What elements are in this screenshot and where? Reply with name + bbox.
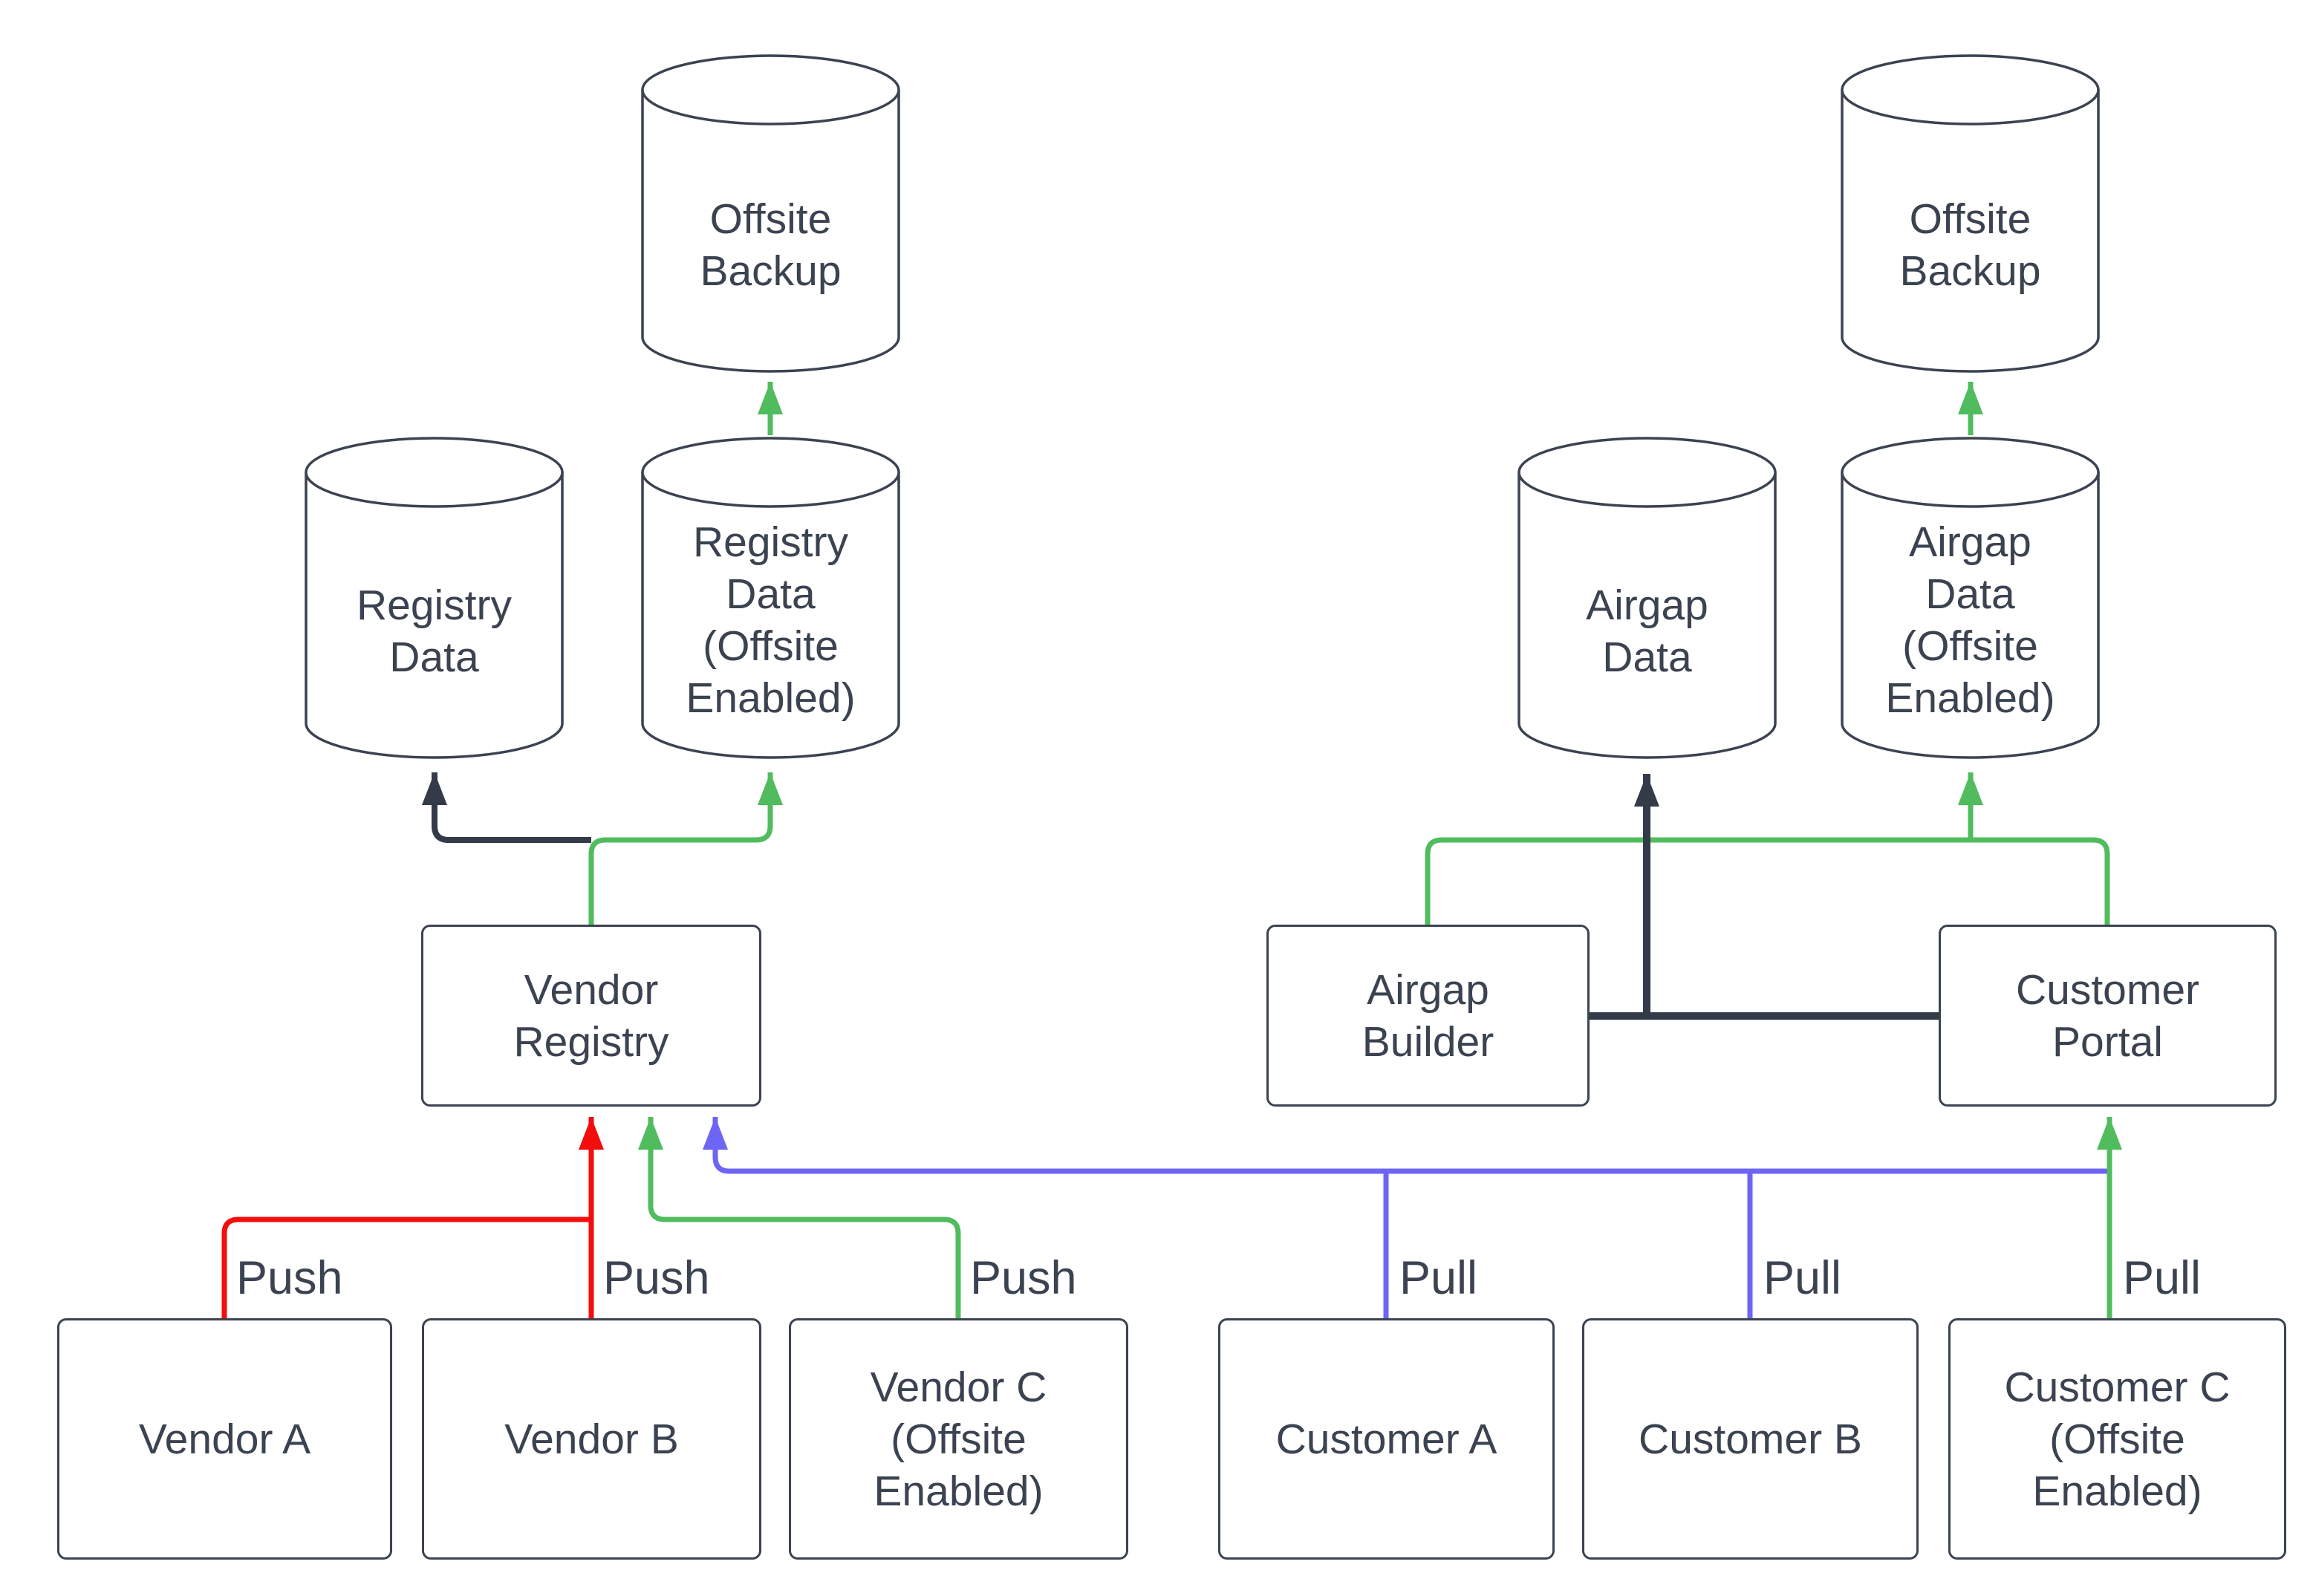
node-vendor-b: Vendor B bbox=[422, 1318, 761, 1560]
node-vendor-c: Vendor C (Offsite Enabled) bbox=[789, 1318, 1128, 1560]
node-airgap-builder: Airgap Builder bbox=[1266, 925, 1590, 1107]
node-registry-data-cylinder bbox=[305, 437, 564, 759]
edge-vendor-registry-to-registry-data-offsite bbox=[588, 772, 783, 925]
node-customer-a: Customer A bbox=[1218, 1318, 1555, 1560]
node-registry-data-offsite-cylinder bbox=[641, 437, 900, 759]
edge-label-pull-customer-a: Pull bbox=[1399, 1252, 1478, 1304]
edge-customers-pull-trunk bbox=[703, 1117, 2109, 1174]
edge-builder-portal-green-link bbox=[1425, 837, 2110, 925]
edge-vendor-registry-to-registry-data bbox=[422, 772, 591, 843]
edge-group bbox=[221, 382, 2122, 1318]
edge-label-pull-customer-c: Pull bbox=[2123, 1252, 2202, 1304]
node-customer-portal: Customer Portal bbox=[1939, 925, 2277, 1107]
edge-vendor-c-push bbox=[638, 1117, 961, 1318]
node-vendor-registry: Vendor Registry bbox=[421, 925, 761, 1107]
node-airgap-data-cylinder bbox=[1517, 437, 1777, 759]
node-offsite-backup-left-cylinder bbox=[641, 54, 900, 373]
edge-label-pull-customer-b: Pull bbox=[1763, 1252, 1842, 1304]
node-customer-b: Customer B bbox=[1582, 1318, 1919, 1560]
edge-vendor-a-push bbox=[221, 1216, 591, 1318]
node-vendor-a: Vendor A bbox=[57, 1318, 392, 1560]
node-customer-c: Customer C (Offsite Enabled) bbox=[1948, 1318, 2286, 1560]
edge-label-push-vendor-c: Push bbox=[970, 1252, 1077, 1304]
edge-label-push-vendor-b: Push bbox=[603, 1252, 710, 1304]
node-airgap-data-offsite-cylinder bbox=[1841, 437, 2100, 759]
node-offsite-backup-right-cylinder bbox=[1841, 54, 2100, 373]
edge-label-push-vendor-a: Push bbox=[236, 1252, 343, 1304]
